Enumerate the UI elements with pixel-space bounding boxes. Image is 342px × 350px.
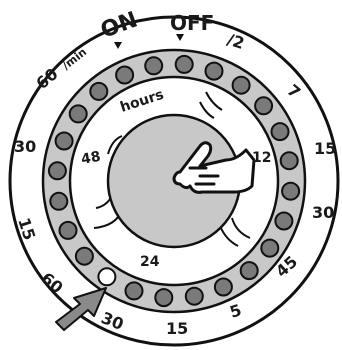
label-off: OFF (170, 11, 214, 35)
inner-label-48: 48 (80, 149, 102, 168)
timer-pin[interactable] (233, 77, 250, 94)
timer-pin[interactable] (116, 67, 133, 84)
timer-pin[interactable] (241, 262, 258, 279)
timer-pin[interactable] (206, 63, 223, 80)
timer-pin[interactable] (215, 279, 232, 296)
timer-pin[interactable] (155, 289, 172, 306)
timer-pin[interactable] (145, 57, 162, 74)
timer-pin[interactable] (275, 213, 292, 230)
timer-pin[interactable] (261, 240, 278, 257)
timer-pin[interactable] (255, 97, 272, 114)
inner-label-12: 12 (252, 150, 271, 166)
timer-pin[interactable] (56, 133, 73, 150)
timer-pin[interactable] (272, 123, 289, 140)
timer-pin[interactable] (282, 183, 299, 200)
outer-label-30-left: 30 (14, 137, 36, 156)
outer-label-30-right: 30 (312, 203, 334, 222)
timer-pin[interactable] (76, 248, 93, 265)
outer-label-15-bottom: 15 (166, 319, 188, 338)
timer-pin[interactable] (176, 56, 193, 73)
timer-pin[interactable] (60, 222, 77, 239)
timer-pin[interactable] (90, 83, 107, 100)
timer-pin[interactable] (50, 193, 67, 210)
timer-pin[interactable] (49, 162, 66, 179)
timer-pin-up[interactable] (98, 268, 115, 285)
outer-label-15-right: 15 (314, 139, 336, 158)
inner-label-24: 24 (140, 254, 160, 270)
timer-pin[interactable] (70, 105, 87, 122)
timer-pin[interactable] (126, 282, 143, 299)
timer-pin[interactable] (186, 288, 203, 305)
timer-pin[interactable] (281, 152, 298, 169)
